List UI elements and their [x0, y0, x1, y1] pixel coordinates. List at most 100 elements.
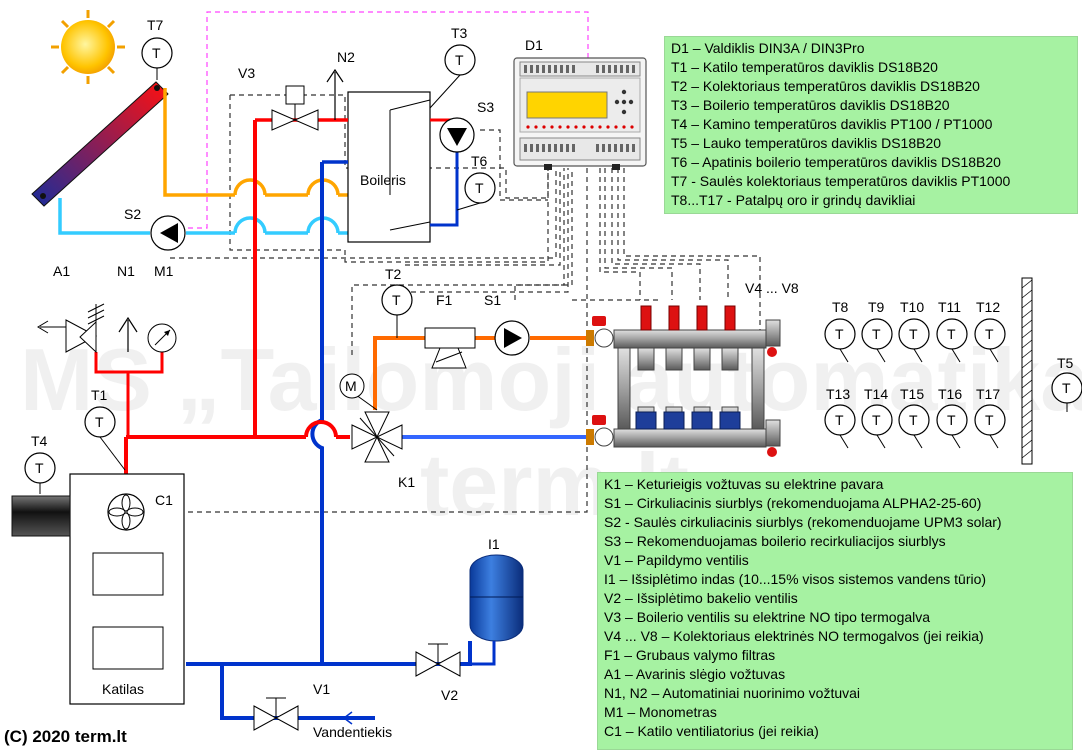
sensor-symbol: T: [985, 326, 994, 342]
legend-line: S1 – Cirkuliacinis siurblys (rekomenduoj…: [604, 495, 982, 511]
signal-wires: [170, 94, 761, 513]
sensor-t4: T: [24, 452, 56, 494]
k1-mixing-valve: [351, 391, 403, 463]
sensor-t11: T: [936, 318, 968, 363]
label-n2: N2: [337, 49, 355, 65]
label-vandentiekis: Vandentiekis: [313, 724, 392, 740]
control-line-pink: [170, 11, 589, 229]
sensor-t1: T: [84, 406, 126, 471]
label-t11: T11: [938, 299, 961, 315]
sensor-symbol: T: [95, 414, 104, 430]
sensor-t3: T: [429, 44, 476, 109]
label-t1: T1: [91, 387, 108, 403]
boiler-coil: [389, 99, 431, 231]
label-f1: F1: [436, 292, 453, 308]
legend-line: A1 – Avarinis slėgio vožtuvas: [604, 666, 786, 682]
legend-line: V3 – Boilerio ventilis su elektrine NO t…: [604, 609, 931, 625]
label-t16: T16: [938, 386, 962, 402]
sun-icon: [51, 10, 125, 84]
m1-manometer-icon: [147, 323, 177, 353]
legend-line: K1 – Keturieigis vožtuvas su elektrine p…: [604, 476, 884, 492]
legend-line: M1 – Monometras: [604, 704, 717, 720]
sensor-symbol: T: [835, 412, 844, 428]
n2-vent-icon: [326, 68, 344, 120]
sensor-symbol: T: [909, 326, 918, 342]
s3-pump-icon: [439, 117, 475, 153]
manifold: [586, 305, 781, 457]
motor-label: M: [345, 378, 357, 394]
label-s2: S2: [124, 206, 141, 222]
label-t2: T2: [385, 266, 402, 282]
safety-pipe: [94, 352, 164, 437]
v2-valve: [415, 643, 461, 677]
a1-relief-valve-icon: [37, 303, 105, 354]
label-i1: I1: [488, 536, 500, 552]
d1-controller: [513, 57, 647, 170]
label-s1: S1: [484, 292, 501, 308]
legend-line: D1 – Valdiklis DIN3A / DIN3Pro: [671, 40, 865, 56]
sensor-symbol: T: [947, 326, 956, 342]
sensor-symbol: T: [985, 412, 994, 428]
legend-line: T2 – Kolektoriaus temperatūros daviklis …: [671, 78, 980, 94]
label-t10: T10: [900, 299, 924, 315]
boiler-tank: [347, 91, 431, 243]
label-s3: S3: [477, 99, 494, 115]
sensor-symbol: T: [947, 412, 956, 428]
legend-line: S2 - Saulės cirkuliacinis siurblys (reko…: [604, 514, 1002, 530]
label-v1: V1: [313, 681, 330, 697]
sensor-symbol: T: [835, 326, 844, 342]
label-t17: T17: [976, 386, 1000, 402]
legend-line: T7 - Saulės kolektoriaus temperatūros da…: [671, 173, 1011, 189]
legend-line: N1, N2 – Automatiniai nuorinimo vožtuvai: [604, 685, 861, 701]
label-t5: T5: [1057, 355, 1074, 371]
boiler-label: Boileris: [360, 172, 406, 188]
sensor-t6: T: [456, 172, 496, 211]
k1-motor: M: [339, 373, 365, 399]
sensor-symbol: T: [455, 52, 464, 68]
sensor-symbol: T: [475, 180, 484, 196]
label-t8: T8: [832, 299, 849, 315]
sensor-t8: T: [824, 318, 856, 363]
label-a1: A1: [53, 263, 70, 279]
v3-valve: [271, 85, 319, 131]
legend-line: V4 ... V8 – Kolektoriaus elektrinės NO t…: [604, 628, 984, 644]
label-k1: K1: [398, 474, 415, 490]
label-t13: T13: [826, 386, 850, 402]
sensor-t12: T: [974, 318, 1006, 363]
v1-valve: [253, 697, 353, 731]
sensor-t17: T: [974, 404, 1006, 449]
label-t7: T7: [147, 17, 164, 33]
copyright: (C) 2020 term.lt: [4, 727, 127, 746]
label-d1: D1: [525, 37, 543, 53]
label-m1: M1: [154, 263, 174, 279]
katilas-label: Katilas: [102, 681, 144, 697]
legend-line: S3 – Rekomenduojamas boilerio recirkulia…: [604, 533, 946, 549]
i1-expansion-tank: [463, 554, 524, 666]
c1-fan-icon: [107, 493, 145, 531]
label-n1: N1: [117, 263, 135, 279]
sensor-symbol: T: [392, 292, 401, 308]
label-c1: C1: [155, 492, 173, 508]
sensor-t13: T: [824, 404, 856, 449]
f1-filter-icon: [424, 327, 476, 369]
label-t14: T14: [864, 386, 888, 402]
sensor-t5: T: [1051, 372, 1082, 412]
s1-pump-icon: [494, 320, 530, 356]
legend-line: F1 – Grubaus valymo filtras: [604, 647, 776, 663]
sensor-symbol: T: [909, 412, 918, 428]
label-v2: V2: [441, 687, 458, 703]
legend-line: T3 – Boilerio temperatūros daviklis DS18…: [671, 97, 950, 113]
katilas-boiler: Katilas: [69, 473, 185, 705]
legend-line: T5 – Lauko temperatūros daviklis DS18B20: [671, 135, 942, 151]
legend-line: V2 – Išsiplėtimo bakelio ventilis: [604, 590, 798, 606]
legend-line: T4 – Kamino temperatūros daviklis PT100 …: [671, 116, 993, 132]
sensor-symbol: T: [872, 326, 881, 342]
sensor-t16: T: [936, 404, 968, 449]
sensor-t10: T: [898, 318, 930, 363]
legend-line: T6 – Apatinis boilerio temperatūros davi…: [671, 154, 1001, 170]
label-t3: T3: [451, 25, 468, 41]
sensor-symbol: T: [1062, 380, 1071, 396]
legend-line: I1 – Išsiplėtimo indas (10...15% visos s…: [604, 571, 987, 587]
sensor-symbol: T: [35, 460, 44, 476]
label-v3: V3: [238, 65, 255, 81]
